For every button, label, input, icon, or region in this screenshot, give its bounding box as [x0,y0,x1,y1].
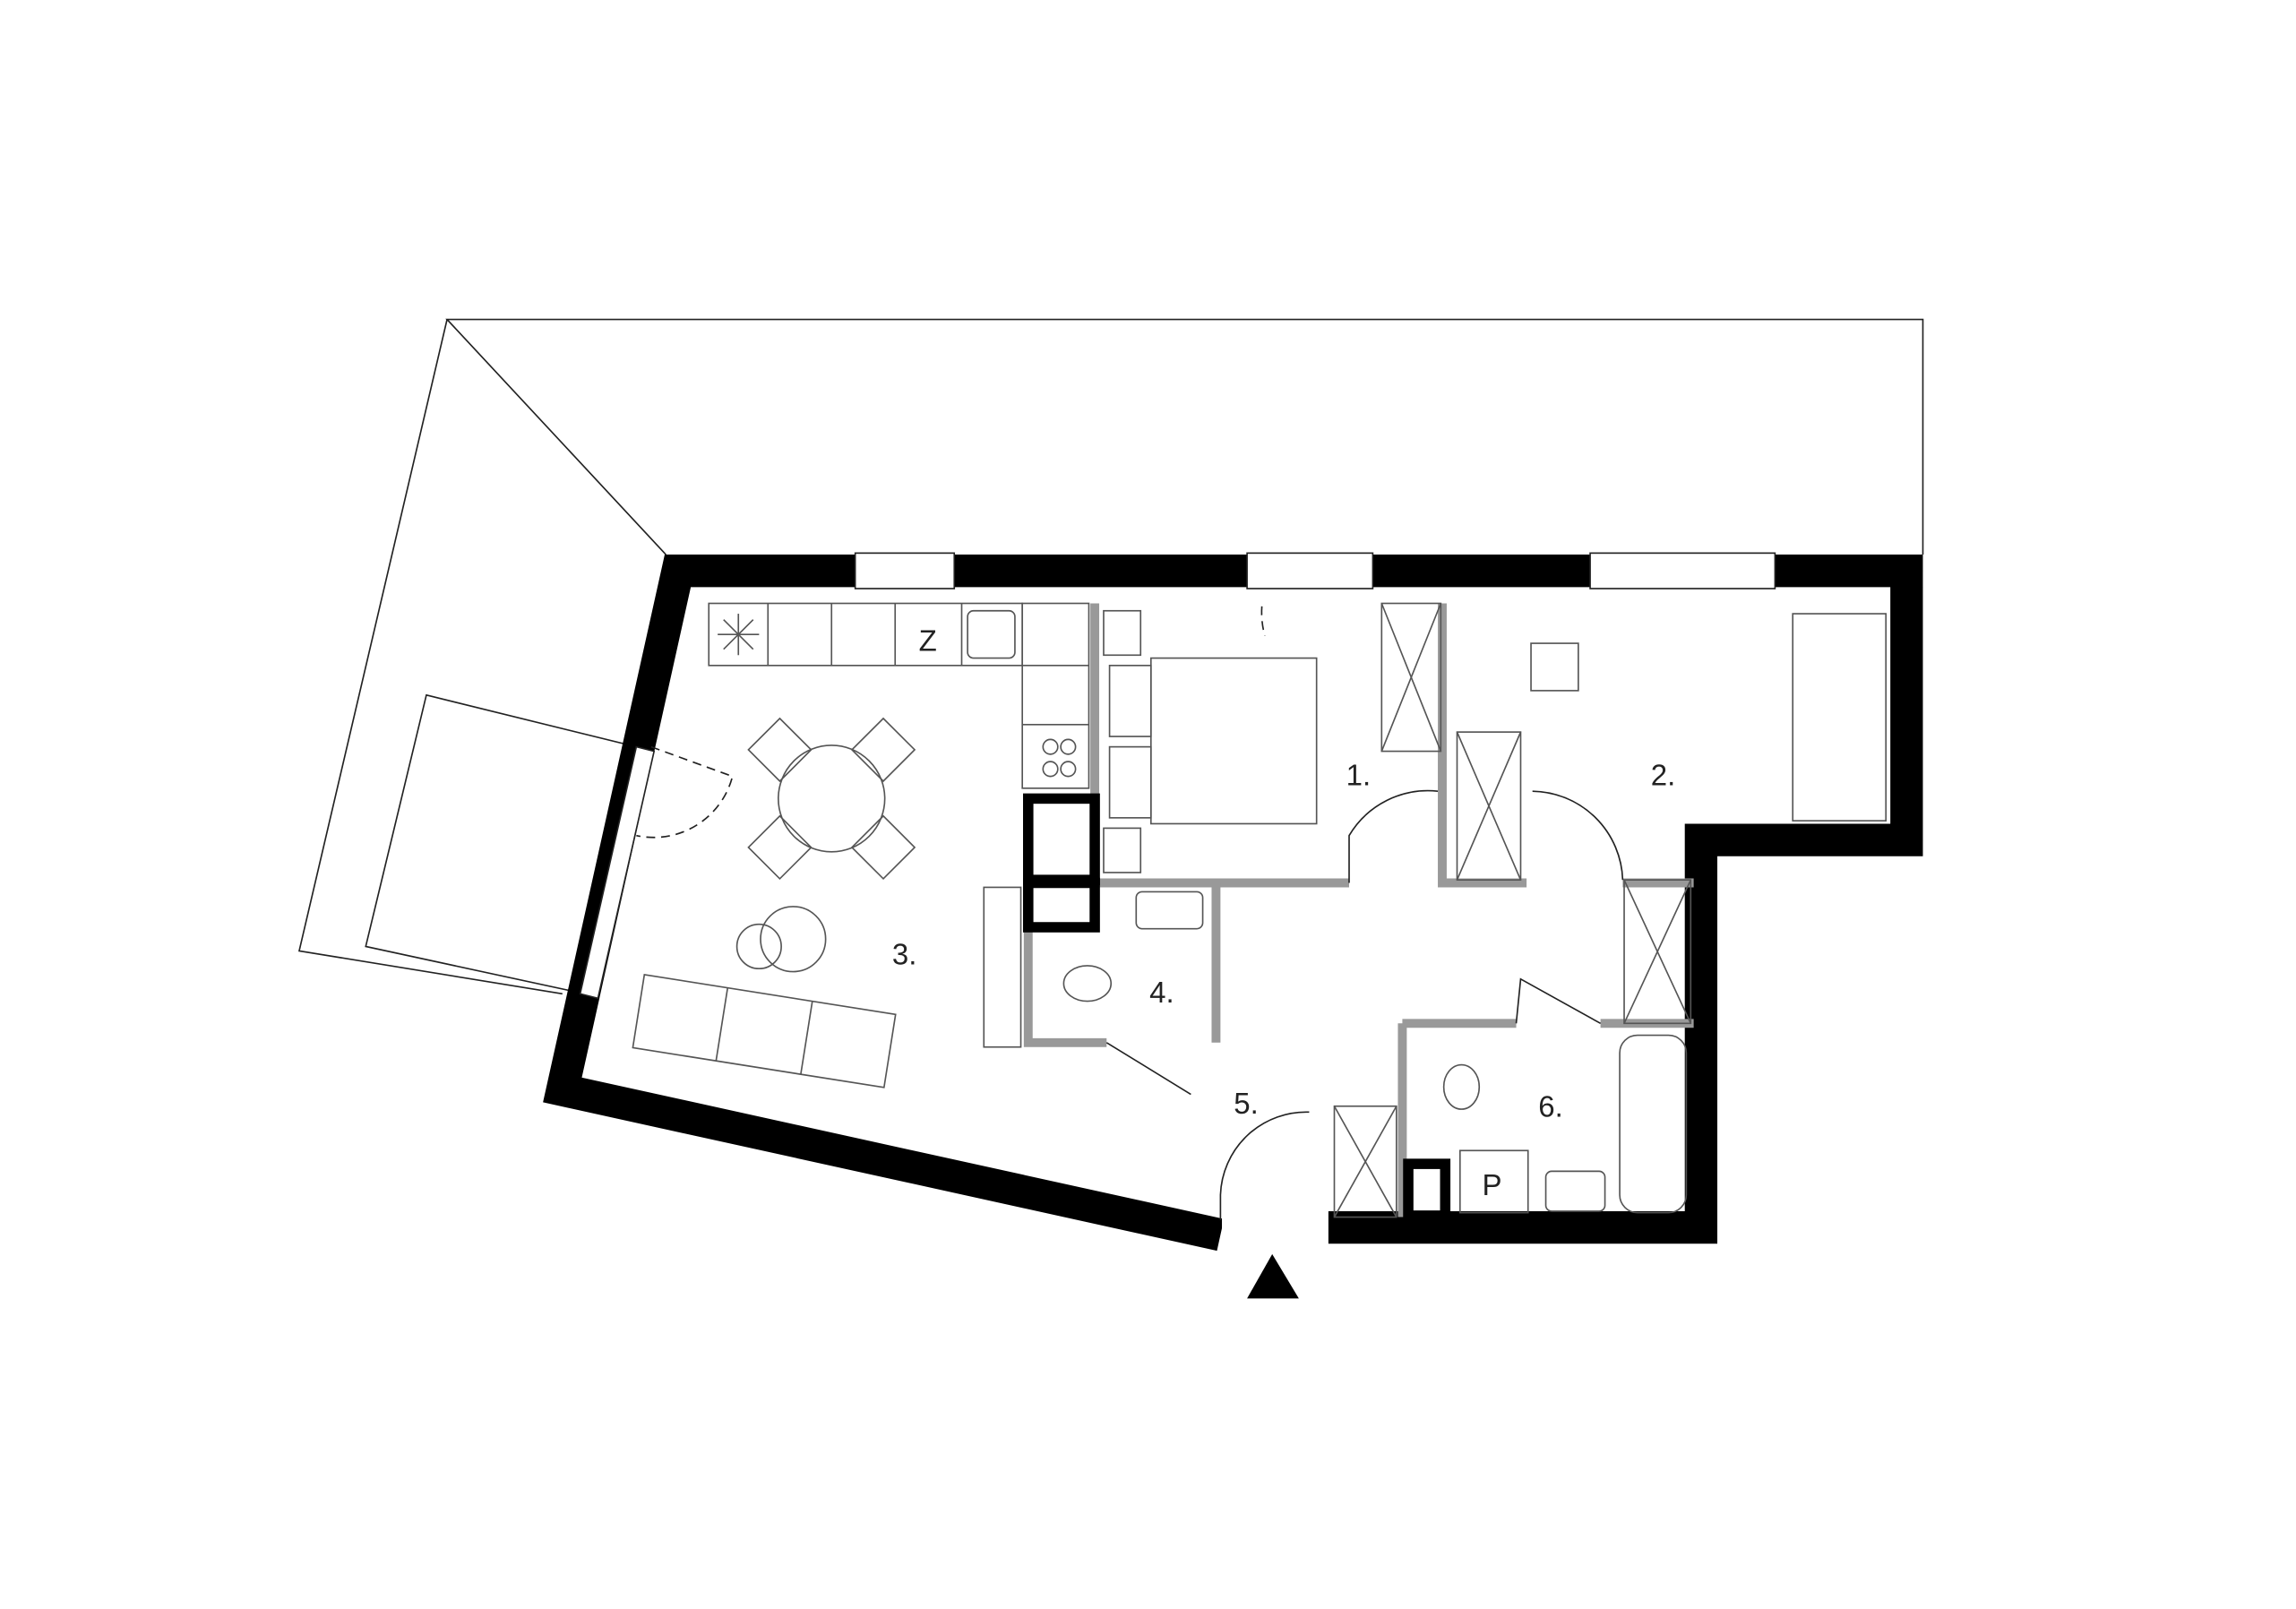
closet [1333,602,1692,1218]
entrance-triangle-icon [1247,1253,1299,1299]
sink-icon [967,609,1016,659]
single-bed [1530,613,1888,822]
cooktop-icon [1042,738,1077,778]
room-label-4: 4. [1149,976,1174,1009]
wardrobe [983,886,1022,1048]
bathroom-fixtures [1062,891,1688,1214]
sofa [632,973,897,1088]
interior-walls [1023,603,1694,1221]
hood-icon [718,614,760,656]
entrance-opening [1222,1205,1326,1250]
room-label-2: 2. [1651,759,1676,792]
kitchen-counter [708,602,1090,789]
room-label-6: 6. [1538,1089,1563,1123]
coffee-table [735,906,827,973]
terrace-outline [445,318,1924,555]
room-label-3: 3. [892,937,917,970]
washer-marker: P [1483,1168,1502,1201]
windows [579,552,1776,1000]
room-label-5: 5. [1234,1087,1259,1120]
dining-table [747,717,916,881]
room-label-1: 1. [1346,759,1372,792]
fridge-marker: Z [919,624,937,657]
terrace-outline-left [297,319,563,995]
exterior-walls [543,555,1923,1252]
double-bed [1103,609,1318,873]
doors [636,606,1624,1220]
